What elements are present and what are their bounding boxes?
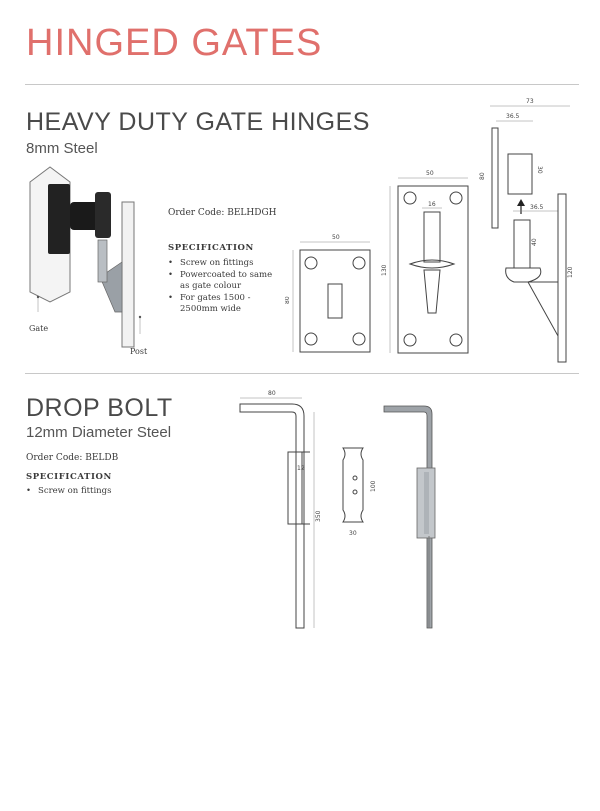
side-total-label: 73	[526, 98, 534, 105]
side-bottom-height-label: 120	[567, 266, 574, 278]
side-pin-label: 40	[531, 238, 538, 246]
side-top-height-label: 80	[479, 172, 486, 180]
hinges-order-code: Order Code: BELHDGH	[168, 208, 277, 218]
dropbolt-inner-label: 12	[297, 465, 305, 472]
hinges-heading: HEAVY DUTY GATE HINGES	[26, 108, 370, 136]
plate-width-label: 50	[332, 234, 340, 241]
keeper-width-label: 30	[349, 530, 357, 537]
spec-item: For gates 1500 - 2500mm wide	[168, 293, 278, 316]
hinges-spec-list: Screw on fittings Powercoated to same as…	[168, 258, 278, 316]
dropbolt-drawing: 80 12 350	[239, 390, 322, 629]
top-divider	[25, 84, 579, 85]
dropbolt-length-label: 350	[315, 510, 322, 522]
dropbolt-heading: DROP BOLT	[26, 394, 173, 422]
pin-plate-width-label: 50	[426, 170, 434, 177]
hinge-photo	[29, 166, 142, 348]
hinges-spec-heading: SPECIFICATION	[168, 243, 254, 253]
dropbolt-photo	[383, 405, 436, 629]
dropbolt-spec-list: Screw on fittings	[26, 486, 166, 498]
dropbolt-spec-heading: SPECIFICATION	[26, 472, 112, 482]
plate-height-label: 80	[285, 296, 291, 304]
side-offset-label: 36.5	[506, 113, 520, 120]
dropbolt-subheading: 12mm Diameter Steel	[26, 424, 172, 441]
pin-plate-height-label: 130	[381, 264, 388, 276]
page-title: HINGED GATES	[26, 22, 323, 64]
pin-diameter-label: 16	[428, 201, 436, 208]
keeper-drawing: 100 30	[342, 447, 377, 537]
spec-item: Screw on fittings	[26, 486, 166, 498]
hinges-subheading: 8mm Steel	[26, 140, 98, 157]
side-low-offset-label: 36.5	[530, 204, 544, 211]
pin-plate-drawing: 50 130 16	[381, 170, 469, 354]
middle-divider	[25, 373, 579, 374]
dropbolt-order-code: Order Code: BELDB	[26, 453, 119, 463]
gate-callout: Gate	[29, 324, 49, 333]
dropbolt-arm-label: 80	[268, 390, 276, 397]
hinge-side-drawing: 73 36.5 80 30 36.5 120 40	[479, 98, 574, 363]
post-callout: Post	[130, 347, 148, 356]
spec-item: Powercoated to same as gate colour	[168, 270, 278, 293]
spec-item: Screw on fittings	[168, 258, 278, 270]
keeper-height-label: 100	[370, 480, 377, 492]
hinge-plate-drawing: 50 80	[285, 234, 371, 353]
side-top-inner-label: 30	[536, 166, 543, 174]
